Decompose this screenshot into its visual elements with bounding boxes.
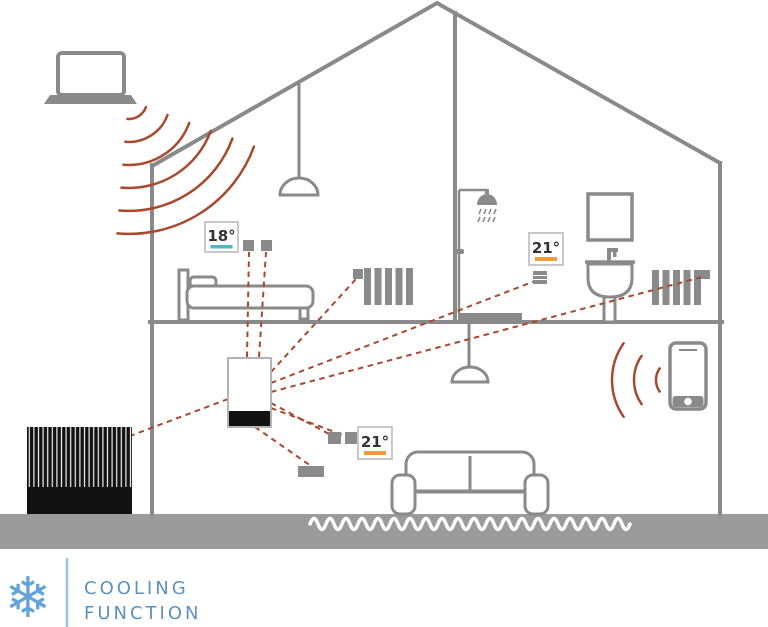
logo-line1: COOLING (84, 578, 189, 599)
connection-line (270, 280, 536, 384)
valve-icon (345, 432, 358, 444)
wifi-signal-laptop (116, 105, 256, 236)
bed-icon (177, 268, 315, 322)
connection-line (129, 398, 229, 437)
logo-line2: FUNCTION (84, 603, 202, 624)
connection-line (270, 407, 349, 438)
connection-line (254, 426, 312, 467)
laptop-icon (44, 51, 137, 104)
shower-tray (458, 313, 522, 322)
valve-icon (353, 269, 363, 279)
valve-icon (261, 240, 272, 251)
valve-icon (328, 432, 341, 444)
valve-icon (533, 271, 547, 284)
boiler-icon (227, 357, 272, 428)
connection-line (270, 276, 703, 393)
pendant-lamp-icon (278, 82, 320, 197)
ground (0, 514, 768, 549)
connection-lines (129, 251, 703, 467)
radiator-icon (364, 268, 413, 305)
thermostat-value: 18° (207, 227, 235, 245)
thermostat-living-room: 21° (357, 426, 393, 460)
shower-icon (455, 188, 522, 322)
connection-line (258, 251, 267, 358)
connection-line (270, 278, 357, 373)
shower-water-drops (477, 208, 497, 223)
roof (149, 0, 723, 169)
house-outline (148, 0, 724, 516)
valve-icon (243, 240, 254, 251)
thermostat-value: 21° (532, 239, 560, 257)
wifi-signal-phone (610, 342, 661, 418)
connection-line (246, 251, 250, 358)
thermostat-bedroom: 18° (204, 221, 239, 253)
cooling-mode-bar (210, 245, 233, 249)
heating-mode-bar (535, 257, 557, 261)
cooling-function-logo: ❄ COOLING FUNCTION (5, 558, 202, 627)
underfloor-heating-wave (308, 516, 632, 532)
mirror-icon (586, 192, 634, 242)
home-button (684, 397, 692, 406)
valve-icon (701, 270, 710, 279)
valve-icons (243, 240, 710, 477)
floor-heating-controller (298, 466, 324, 477)
heating-mode-bar (364, 451, 386, 455)
smartphone-icon (668, 341, 708, 411)
outdoor-unit-icon (27, 427, 132, 514)
sink-icon (585, 248, 635, 324)
pendant-lamp-icon (450, 324, 490, 384)
thermostat-value: 21° (361, 433, 389, 451)
snowflake-icon: ❄ (5, 566, 52, 627)
sofa-icon (390, 450, 550, 516)
radiator-icon (652, 270, 701, 305)
thermostat-bathroom: 21° (528, 232, 564, 266)
